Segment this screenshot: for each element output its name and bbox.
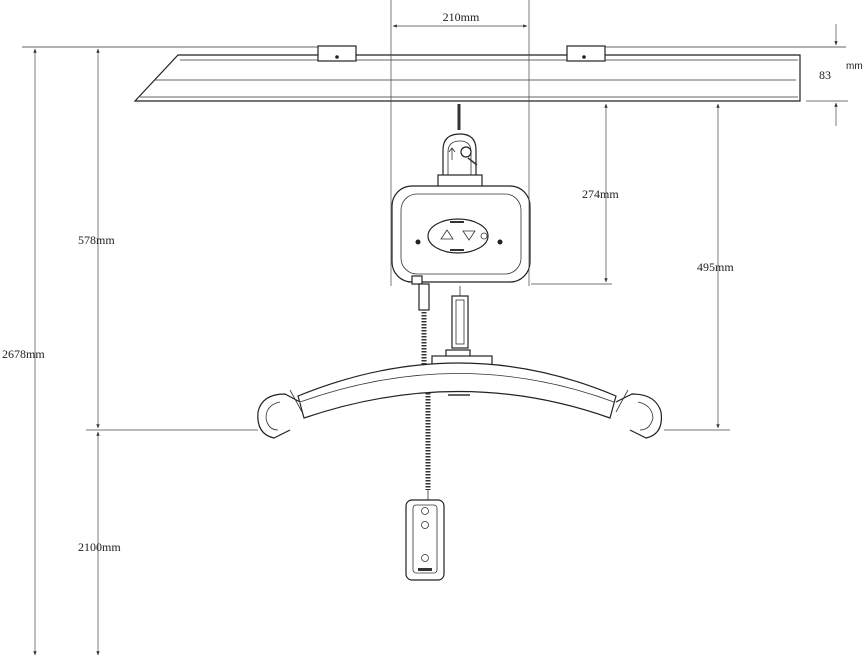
dim-label-motor-drop: 274mm (582, 187, 619, 201)
motor-unit (391, 185, 531, 285)
dim-motor-drop: 274mm (531, 103, 619, 285)
dim-label-total-height: 2678mm (2, 347, 45, 361)
control-panel (427, 218, 489, 254)
dim-label-rail-span: 210mm (443, 10, 480, 24)
dim-rail-span: 210mm (390, 0, 530, 286)
dim-top-to-bar: 578mm (78, 48, 258, 431)
dim-bar-drop: 495mm (664, 103, 734, 431)
dim-total-height: 2678mm (2, 48, 45, 656)
strap-hook (437, 104, 483, 188)
dim-label-rail-height: 83 (819, 68, 831, 82)
dim-rail-height: 83 mm (806, 24, 863, 126)
rail-bracket-right (566, 45, 606, 62)
dim-label-top-to-bar: 578mm (78, 233, 115, 247)
coiled-cable (418, 283, 431, 490)
dim-bar-to-floor: 2100mm (78, 431, 121, 656)
hand-control (405, 490, 445, 581)
rail-bracket-left (317, 45, 357, 62)
dim-unit-rail-height: mm (846, 61, 863, 72)
dim-label-bar-to-floor: 2100mm (78, 540, 121, 554)
dim-label-bar-drop: 495mm (697, 260, 734, 274)
spreader-bar (257, 355, 663, 439)
lift-strap (445, 286, 471, 359)
ceiling-rail (22, 45, 846, 102)
